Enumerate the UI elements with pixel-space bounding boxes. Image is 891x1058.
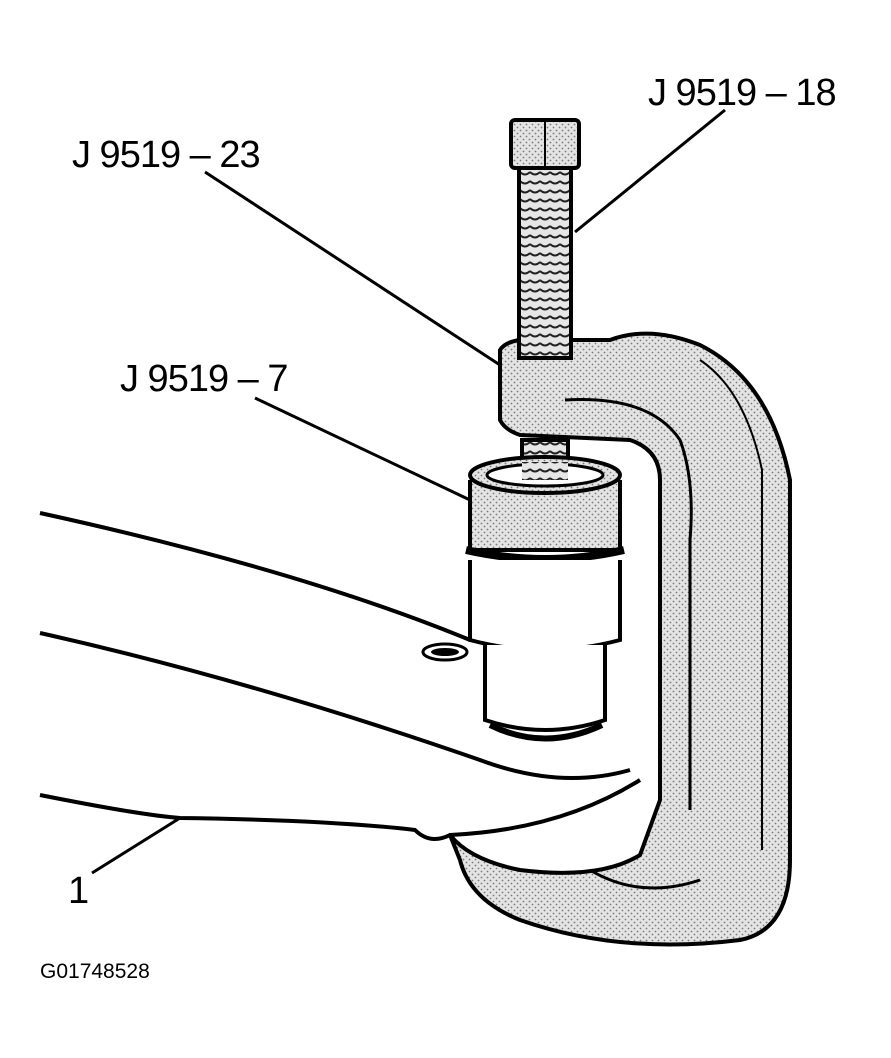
figure-id: G01748528 xyxy=(40,960,150,983)
c-frame xyxy=(448,331,792,947)
leader-lines xyxy=(91,108,726,875)
leader-forcing-screw xyxy=(574,108,726,234)
callout-receiver: J 9519 – 7 xyxy=(120,358,288,400)
leader-receiver xyxy=(254,396,471,502)
control-arm xyxy=(39,511,642,841)
callout-frame: J 9519 – 23 xyxy=(72,134,261,176)
callout-control-arm: 1 xyxy=(68,870,89,912)
receiver-cup xyxy=(465,455,625,742)
leader-control-arm xyxy=(91,816,181,875)
leader-frame xyxy=(204,170,501,367)
callout-forcing-screw: J 9519 – 18 xyxy=(648,72,837,114)
